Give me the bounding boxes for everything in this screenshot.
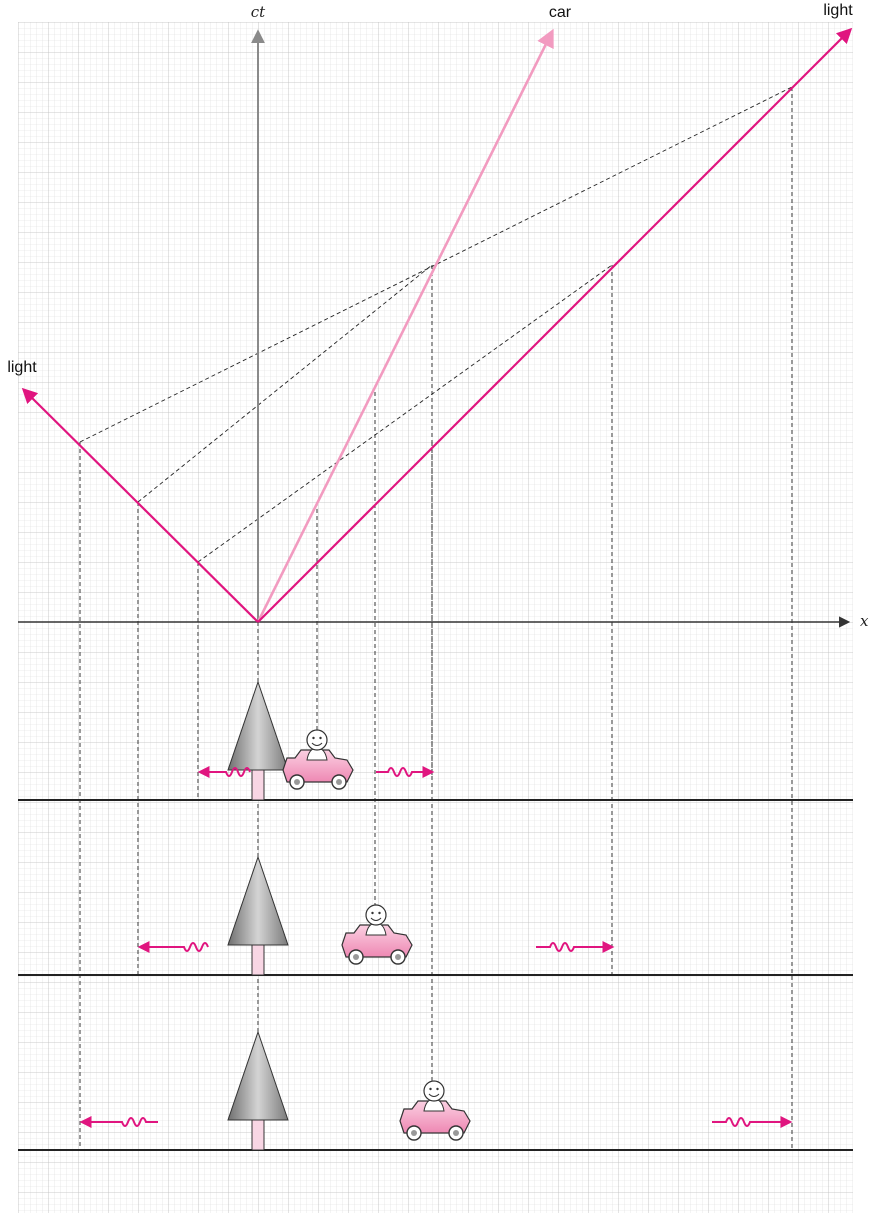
driver-icon	[423, 1080, 445, 1112]
wave-packet-right-icon	[712, 1116, 793, 1128]
light-ray-left	[21, 387, 259, 623]
car-icon	[341, 904, 413, 965]
scene-3	[79, 1030, 793, 1151]
simultaneity-lines	[79, 86, 793, 563]
wave-packet-left-icon	[79, 1116, 158, 1128]
wave-packet-right-icon	[376, 766, 435, 778]
light-ray-right	[257, 27, 853, 623]
ct-axis-label: ct	[251, 3, 266, 21]
wave-packet-left-icon	[137, 941, 209, 953]
driver-icon	[306, 729, 328, 761]
tree-icon	[227, 1030, 289, 1151]
car-worldline-label: car	[549, 4, 572, 21]
wave-packet-right-icon	[536, 941, 615, 953]
grid-major	[18, 22, 853, 1213]
light-ray-left-label: light	[7, 359, 37, 376]
car-icon	[399, 1080, 471, 1141]
x-axis-label: x	[860, 612, 869, 630]
tree-icon	[227, 855, 289, 976]
car-worldline	[256, 28, 554, 623]
car-icon	[282, 729, 354, 790]
light-ray-right-label: light	[823, 2, 853, 19]
scene-1	[197, 680, 435, 801]
scene-2	[137, 855, 615, 976]
driver-icon	[365, 904, 387, 936]
wave-packet-left-icon	[197, 766, 251, 778]
tree-icon	[227, 680, 289, 801]
